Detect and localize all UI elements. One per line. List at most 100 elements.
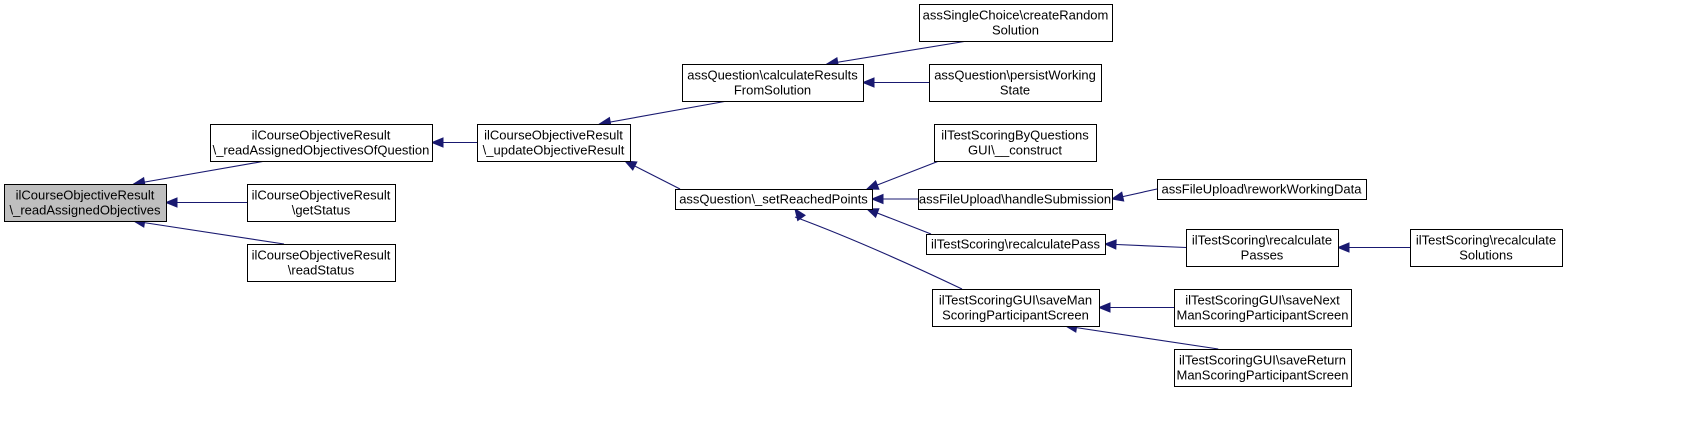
node-label-line: \readStatus [288, 263, 355, 278]
node-label-line: ScoringParticipantScreen [942, 308, 1089, 323]
node-box [929, 64, 1102, 102]
node-ilcourseobjectiveresult-updateobjectiveresult[interactable]: ilCourseObjectiveResult\_updateObjective… [477, 124, 631, 162]
edge-line [1065, 325, 1219, 350]
node-label-line: assFileUpload\reworkWorkingData [1162, 182, 1363, 197]
node-label-line: assQuestion\persistWorking [934, 68, 1096, 83]
edge-n15-to-n12 [1097, 302, 1174, 313]
node-label-line: assFileUpload\handleSubmission [919, 192, 1111, 207]
node-label-line: ilTestScoring\recalculate [1192, 233, 1332, 248]
node-label-line: ilTestScoringGUI\saveNext [1185, 293, 1340, 308]
node-iltestscoringgui-savenext-manscoringparticipantscreen[interactable]: ilTestScoringGUI\saveNextManScoringParti… [1174, 289, 1352, 327]
edge-n14-to-n11 [1103, 239, 1187, 250]
nodes-layer: ilCourseObjectiveResult\_readAssignedObj… [4, 4, 1563, 387]
edge-n2-to-n0 [164, 197, 247, 208]
node-box [934, 124, 1097, 162]
edge-n7-to-n5 [825, 40, 968, 68]
edges-layer [132, 40, 1410, 350]
node-box [926, 234, 1106, 255]
node-box [1410, 229, 1563, 267]
node-ilcourseobjectiveresult-getstatus[interactable]: ilCourseObjectiveResult\getStatus [247, 184, 396, 222]
node-label-line: assQuestion\calculateResults [687, 68, 858, 83]
node-assfileupload-handlesubmission[interactable]: assFileUpload\handleSubmission [918, 189, 1113, 210]
node-box [919, 4, 1113, 42]
edge-n4-to-n1 [430, 137, 477, 148]
arrowhead-icon [1110, 191, 1125, 202]
node-label-line: \_readAssignedObjectives [9, 203, 161, 218]
node-label-line: GUI\__construct [968, 143, 1062, 158]
node-label-line: ilTestScoringGUI\saveReturn [1179, 353, 1346, 368]
node-box [477, 124, 631, 162]
node-box [1186, 229, 1339, 267]
arrowhead-icon [164, 197, 178, 208]
node-label-line: Passes [1241, 248, 1284, 263]
node-label-line: Solution [992, 23, 1039, 38]
edge-n10-to-n6 [870, 193, 918, 205]
node-label-line: ilCourseObjectiveResult [484, 128, 623, 143]
edge-n3-to-n0 [132, 217, 285, 245]
node-label-line: \_updateObjectiveResult [483, 143, 625, 158]
edge-n13-to-n10 [1110, 188, 1158, 202]
arrowhead-icon [861, 77, 875, 88]
node-box [1157, 179, 1367, 200]
node-assfileupload-reworkworkingdata[interactable]: assFileUpload\reworkWorkingData [1157, 179, 1367, 200]
node-box [247, 184, 396, 222]
node-label-line: ilCourseObjectiveResult [252, 188, 391, 203]
node-label-line: ManScoringParticipantScreen [1177, 368, 1349, 383]
edge-n11-to-n6 [865, 208, 932, 235]
node-label-line: ilCourseObjectiveResult [16, 188, 155, 203]
edge-n6-to-n4 [623, 160, 681, 190]
node-iltestscoring-recalculatepass[interactable]: ilTestScoring\recalculatePass [926, 234, 1106, 255]
node-box [247, 244, 396, 282]
edge-line [794, 216, 963, 290]
arrowhead-icon [1336, 242, 1350, 253]
arrowhead-icon [794, 207, 806, 222]
node-label-line: State [1000, 83, 1030, 98]
node-label-line: FromSolution [734, 83, 811, 98]
node-label-line: \getStatus [292, 203, 351, 218]
node-ilcourseobjectiveresult-readstatus[interactable]: ilCourseObjectiveResult\readStatus [247, 244, 396, 282]
node-box [210, 124, 433, 162]
node-ilcourseobjectiveresult-readassignedobjectives[interactable]: ilCourseObjectiveResult\_readAssignedObj… [4, 184, 167, 222]
edge-line [133, 220, 285, 245]
node-label-line: assQuestion\_setReachedPoints [679, 192, 868, 207]
node-label-line: Solutions [1459, 248, 1513, 263]
edge-line [866, 160, 940, 190]
node-label-line: ManScoringParticipantScreen [1177, 308, 1349, 323]
edge-n5-to-n4 [598, 100, 728, 128]
arrowhead-icon [1103, 239, 1117, 250]
node-box [918, 189, 1113, 210]
arrowhead-icon [623, 160, 638, 171]
arrowhead-icon [870, 193, 884, 205]
arrowhead-icon [1097, 302, 1111, 313]
node-box [675, 189, 873, 210]
edge-n16-to-n12 [1064, 322, 1219, 350]
node-box [1174, 289, 1352, 327]
node-box [682, 64, 864, 102]
node-label-line: ilTestScoringGUI\saveMan [939, 293, 1092, 308]
edge-line [1104, 243, 1187, 249]
node-iltestscoringgui-savereturn-manscoringparticipantscreen[interactable]: ilTestScoringGUI\saveReturnManScoringPar… [1174, 349, 1352, 387]
node-label-line: \_readAssignedObjectivesOfQuestion [213, 143, 430, 158]
node-box [1174, 349, 1352, 387]
node-assquestion-setreachedpoints[interactable]: assQuestion\_setReachedPoints [675, 189, 873, 210]
edge-n9-to-n6 [865, 160, 940, 190]
node-iltestscoringgui-saveman-scoringparticipantscreen[interactable]: ilTestScoringGUI\saveManScoringParticipa… [932, 289, 1100, 327]
node-label-line: ilCourseObjectiveResult [252, 248, 391, 263]
node-label-line: ilCourseObjectiveResult [252, 128, 391, 143]
node-label-line: ilTestScoring\recalculate [1416, 233, 1556, 248]
node-box [4, 184, 167, 222]
node-ilcourseobjectiveresult-readassignedobjectivesofquestion[interactable]: ilCourseObjectiveResult\_readAssignedObj… [210, 124, 433, 162]
node-label-line: ilTestScoring\recalculatePass [931, 237, 1101, 252]
node-label-line: assSingleChoice\createRandom [923, 8, 1109, 23]
node-label-line: ilTestScoringByQuestions [941, 128, 1089, 143]
edge-line [133, 160, 266, 185]
edge-n1-to-n0 [132, 160, 266, 188]
arrowhead-icon [430, 137, 444, 148]
